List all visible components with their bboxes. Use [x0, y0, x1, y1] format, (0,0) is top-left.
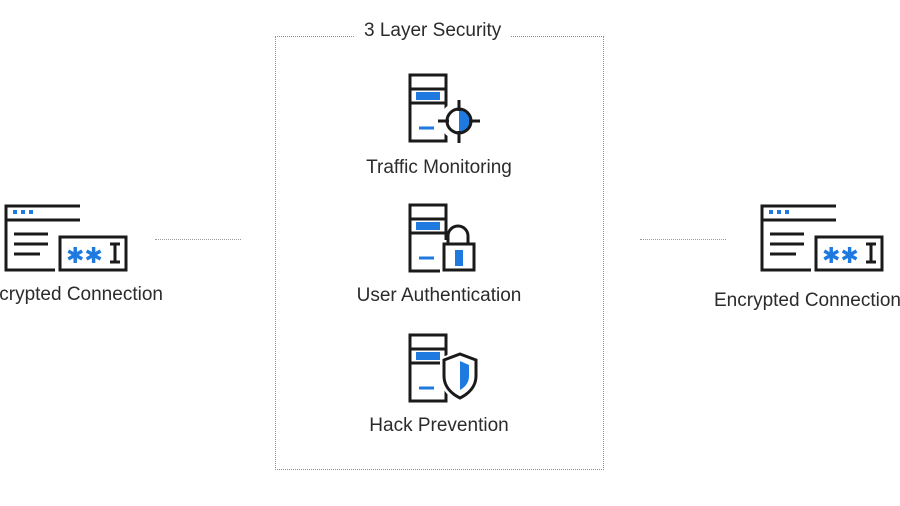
server-lock-icon — [408, 203, 476, 274]
left-endpoint-label: Encrypted Connection — [0, 284, 163, 305]
encrypted-browser-icon: ✱✱ — [760, 204, 884, 272]
svg-text:✱✱: ✱✱ — [822, 244, 859, 269]
left-connector-line — [155, 239, 241, 240]
layer-label-user-authentication: User Authentication — [356, 285, 522, 306]
security-group-title: 3 Layer Security — [354, 20, 512, 42]
right-connector-line — [640, 239, 726, 240]
encrypted-browser-icon: ✱✱ — [4, 204, 128, 272]
layer-label-traffic-monitoring: Traffic Monitoring — [366, 157, 512, 178]
server-shield-icon — [408, 333, 480, 403]
svg-text:✱✱: ✱✱ — [66, 244, 103, 269]
layer-label-hack-prevention: Hack Prevention — [369, 415, 509, 436]
right-endpoint-label: Encrypted Connection — [714, 290, 900, 311]
server-target-icon — [408, 73, 480, 143]
